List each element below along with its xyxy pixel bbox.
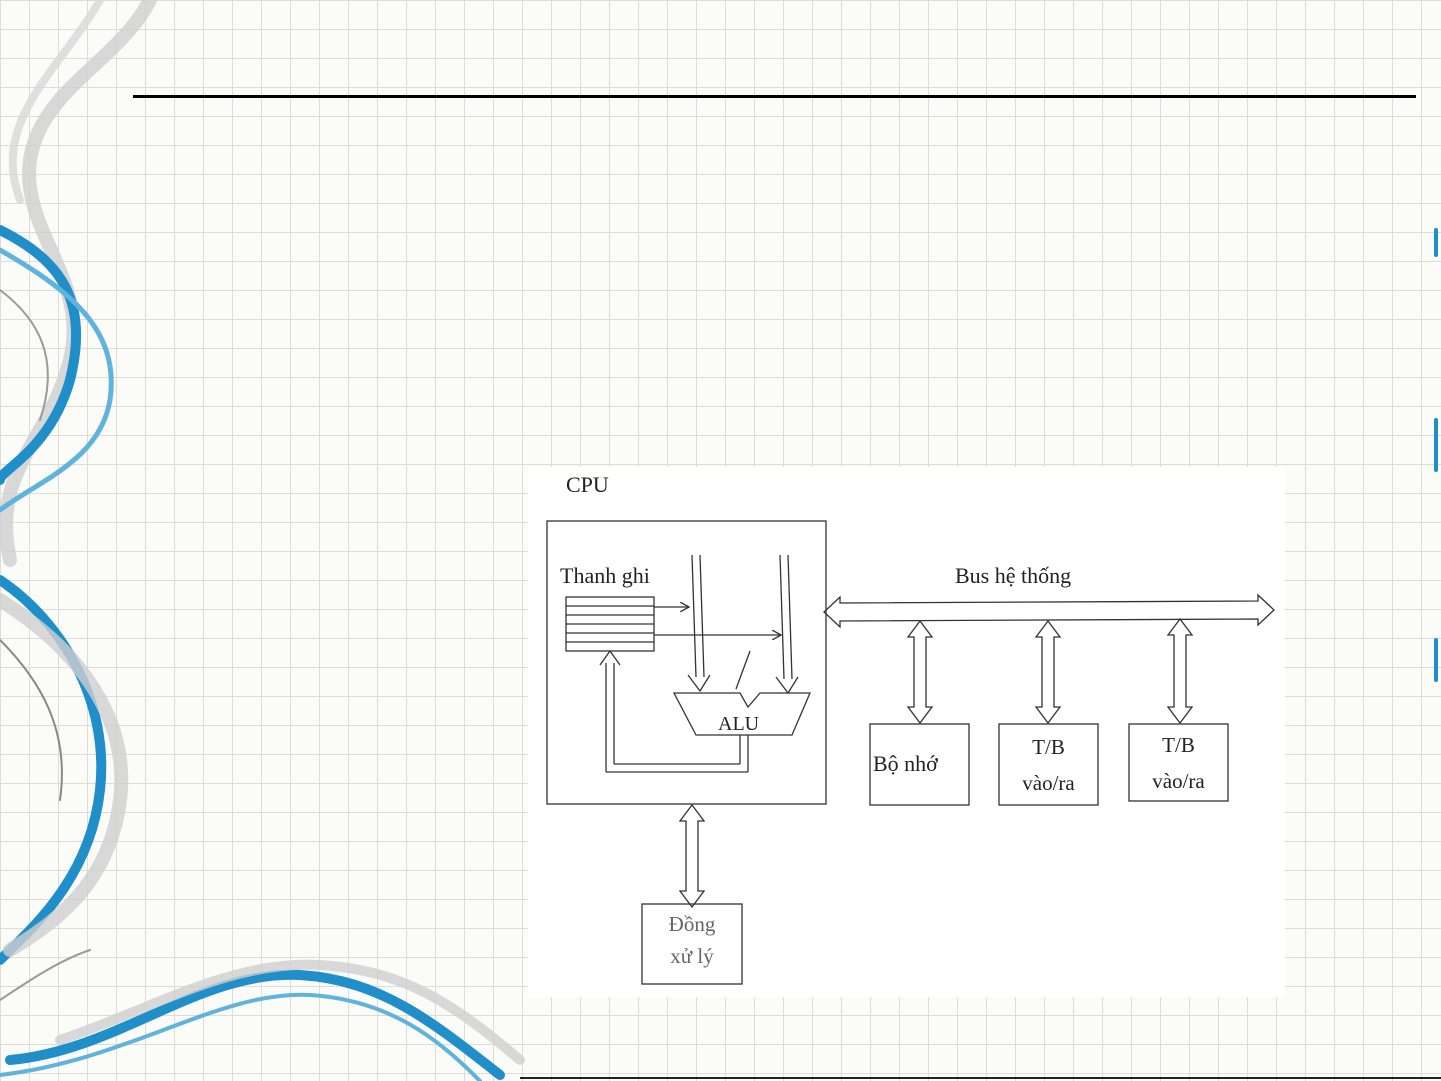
io-device-1-label-top: T/B	[999, 737, 1098, 758]
alu-label: ALU	[718, 714, 759, 734]
alu-feed-line	[736, 651, 750, 689]
cpu-coprocessor-link	[680, 805, 704, 907]
io-device-2-label-bottom: vào/ra	[1129, 771, 1228, 792]
title-underline	[133, 95, 1416, 98]
computer-architecture-diagram: CPU Thanh ghi ALU Bus hệ thống Bộ nhớ T/…	[528, 467, 1285, 997]
bus-memory-link	[908, 621, 932, 723]
footer-line	[520, 1077, 1441, 1079]
bus-io1-link	[1036, 621, 1060, 723]
coprocessor-label-bottom: xử lý	[642, 946, 742, 967]
cpu-label: CPU	[566, 474, 609, 496]
registers-label: Thanh ghi	[560, 565, 650, 587]
coprocessor-label-top: Đồng	[642, 914, 742, 935]
register-file	[566, 597, 654, 651]
memory-label: Bộ nhớ	[873, 753, 938, 775]
internal-bus-a	[688, 555, 710, 691]
io-device-1-label-bottom: vào/ra	[999, 773, 1098, 794]
io-device-2-label-top: T/B	[1129, 735, 1228, 756]
alu-feedback-path	[600, 651, 748, 772]
system-bus-label: Bus hệ thống	[955, 565, 1071, 587]
internal-bus-b	[776, 555, 798, 693]
bus-io2-link	[1168, 619, 1192, 723]
